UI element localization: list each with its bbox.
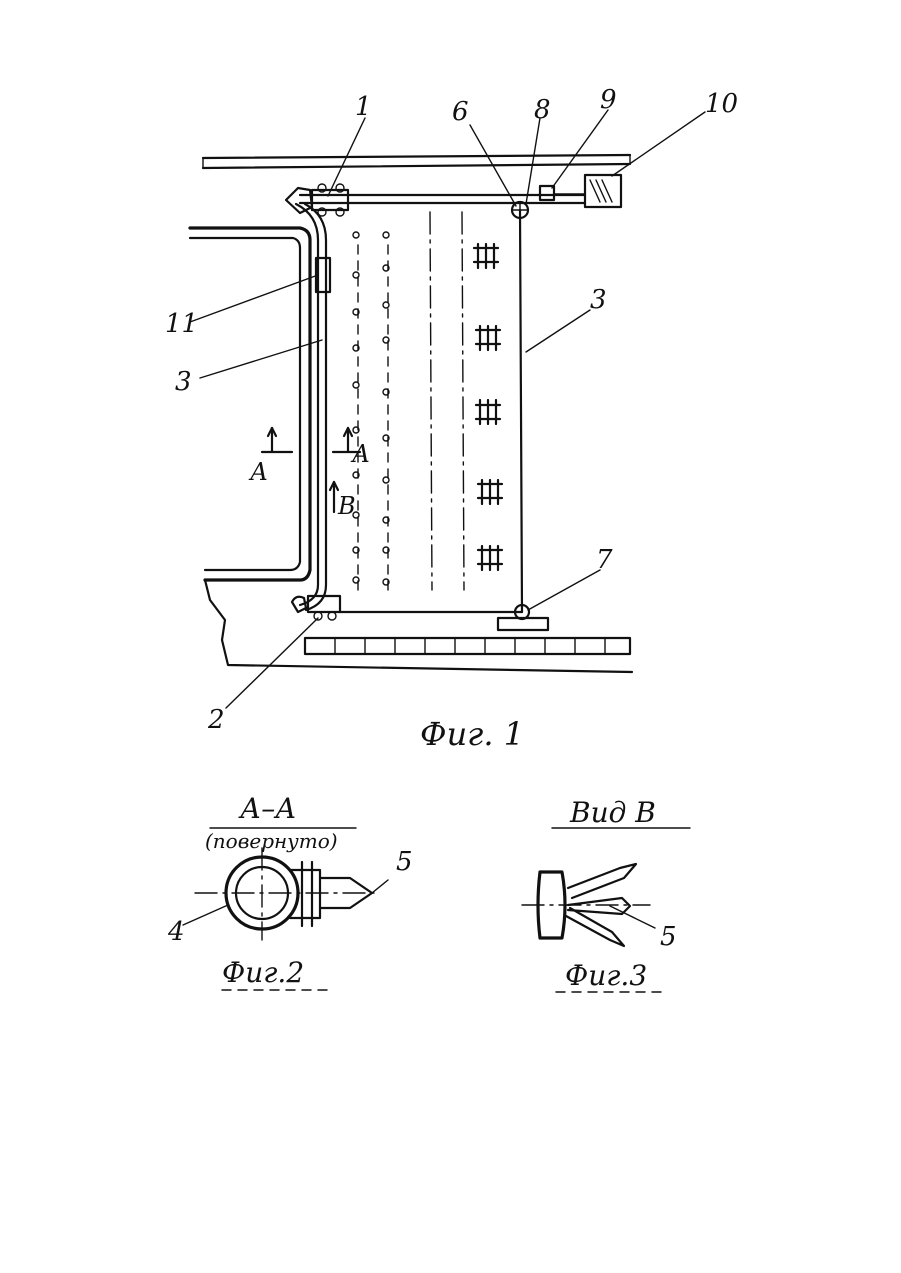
nozzle-column-2 [383,232,389,590]
figure-3-caption: Фиг.3 [565,959,647,992]
centerline-1 [430,212,432,590]
clamp-blocks [474,244,502,570]
view-label-b: В [337,492,356,520]
upper-trolley-1 [286,184,348,216]
callout-8: 8 [534,95,551,125]
bracket-ring-4 [195,848,380,940]
section-label-a-left: А [248,458,268,486]
figure-2-caption: Фиг.2 [222,956,304,989]
drive-10 [585,175,621,207]
figure-2: А–А (повернуто) 4 5 Фиг.2 [167,792,413,990]
lower-trolley-2 [292,596,340,620]
callout-5-fig3: 5 [660,922,677,952]
callout-1: 1 [355,92,372,122]
leader-4 [183,905,228,925]
leader-lines [190,110,705,708]
nozzle-column-1 [353,232,359,590]
view-b-arrow [330,482,338,512]
figure-1: 1 6 8 9 10 11 3 3 7 2 А А В Фиг. 1 [165,85,738,753]
clamp-block [478,546,502,570]
callout-6: 6 [452,97,469,127]
callout-2: 2 [207,705,225,735]
callout-3-right: 3 [590,285,607,315]
figure-3-view-title: Вид В [569,796,656,829]
section-marker-left [262,428,292,452]
figure-1-caption: Фиг. 1 [420,715,524,753]
callout-3-left: 3 [175,367,192,397]
clamp-block [478,480,502,504]
block-9 [540,186,585,200]
left-hose-3 [296,204,330,610]
section-label-a-right: А [350,440,370,468]
leader-5-fig3 [610,906,655,928]
clamp-block [474,244,498,268]
callout-5-fig2: 5 [396,847,413,877]
figure-3: Вид В 5 Фиг.3 [522,796,690,992]
clamp-block [476,400,500,424]
wall-structure [190,228,632,672]
callout-7: 7 [596,545,613,575]
figure-2-section-note: (повернуто) [205,829,338,853]
ceiling-beam [203,155,630,168]
view-b-body [522,864,650,946]
callout-10: 10 [705,89,738,119]
callout-9: 9 [600,85,617,115]
callout-11: 11 [165,309,198,339]
callout-4: 4 [167,917,185,947]
floor-rail [305,638,630,654]
figure-2-section-title: А–А [238,792,296,825]
clamp-block [476,326,500,350]
centerline-2 [462,212,464,590]
